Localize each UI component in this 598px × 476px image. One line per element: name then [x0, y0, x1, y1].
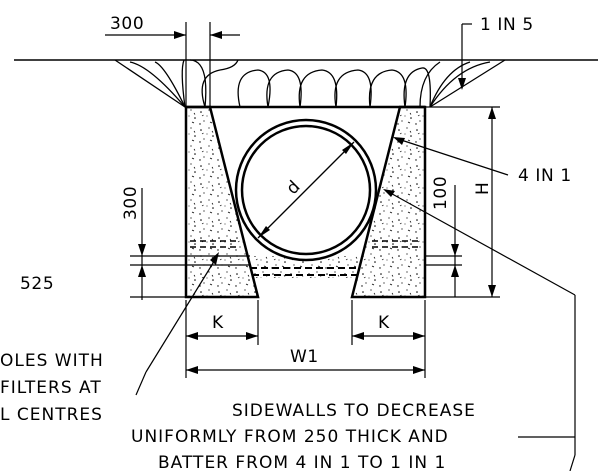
sidewall-note-line-1: SIDEWALLS TO DECREASE [232, 401, 476, 421]
weep-note-line-1: OLES WITH [0, 351, 104, 371]
sidewall-leader [383, 189, 576, 472]
height-dim: H [425, 106, 500, 298]
top-300-dim: 300 [105, 14, 240, 107]
sidewall-note-line-3: BATTER FROM 4 IN 1 TO 1 IN 1 [158, 453, 446, 471]
floor-slab [245, 256, 365, 278]
width-dim: W1 [186, 347, 425, 374]
ground-slope-label: 1 IN 5 [480, 15, 534, 35]
weep-holes [190, 240, 422, 248]
dim-top-300-label: 300 [110, 14, 144, 34]
ground-slope-callout: 1 IN 5 [458, 15, 534, 90]
weep-note-line-2: FILTERS AT [0, 378, 102, 398]
k-left-label: K [212, 313, 224, 333]
k-left-dim: K [185, 300, 259, 378]
sidewall-note-line-2: UNIFORMLY FROM 250 THICK AND [131, 427, 449, 447]
width-label: W1 [290, 347, 319, 367]
batter-slope-label: 4 IN 1 [518, 166, 572, 186]
dim-525-label: 525 [20, 274, 54, 294]
left-300-dim: 300 [121, 186, 250, 300]
weep-hole-leader [135, 252, 219, 396]
k-right-label: K [378, 313, 390, 333]
sidewall-note: SIDEWALLS TO DECREASE UNIFORMLY FROM 250… [131, 401, 476, 473]
weep-holes-note: OLES WITH FILTERS AT L CENTRES [0, 351, 104, 425]
batter-callout: 4 IN 1 [393, 137, 572, 186]
k-right-dim: K [351, 300, 426, 378]
dim-left-300-label: 300 [121, 186, 141, 220]
backfill [114, 59, 506, 108]
dim-100-label: 100 [431, 176, 451, 210]
dim-100: 100 [425, 176, 462, 297]
weep-note-line-3: L CENTRES [0, 405, 103, 425]
height-label: H [473, 182, 493, 195]
